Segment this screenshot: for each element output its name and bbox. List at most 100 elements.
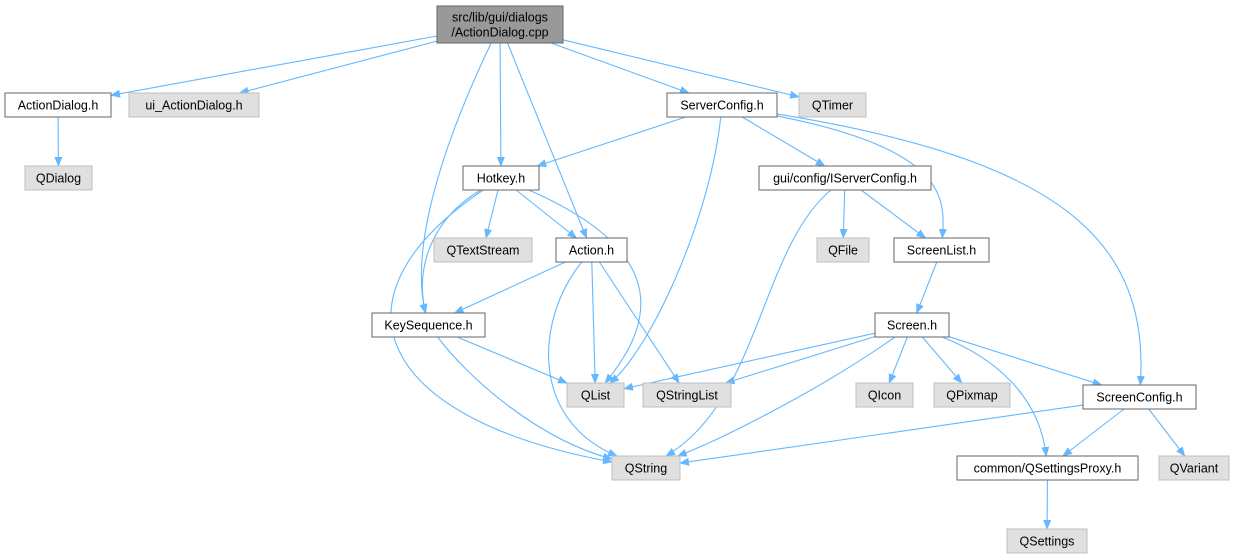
node-label-qpixmap: QPixmap (946, 389, 997, 403)
edge-keysequence_h-to-qstring (437, 336, 613, 461)
edge-screen_h-to-qsettingsproxy_h (941, 336, 1050, 457)
edge-iserverconfig_h-to-qstring (665, 189, 832, 457)
node-qstring: QString (611, 455, 681, 481)
node-label-qsettings: QSettings (1020, 535, 1075, 549)
node-qstringlist: QStringList (642, 382, 732, 408)
node-box-qstringlist (642, 382, 732, 408)
edges-layer (54, 35, 1186, 530)
edge-serverconfig_h-to-screenconfig_h (776, 113, 1145, 386)
edge-hotkey_h-to-keysequence_h (419, 189, 481, 314)
node-label-qicon: QIcon (868, 389, 901, 403)
node-box-qdialog (24, 165, 93, 191)
node-qpixmap: QPixmap (933, 382, 1011, 408)
edge-keysequence_h-to-qlist (456, 336, 568, 384)
node-box-qpixmap (933, 382, 1011, 408)
node-qsettings: QSettings (1006, 528, 1088, 554)
node-action_h[interactable]: Action.h (555, 237, 628, 263)
node-label-qtimer: QTimer (812, 99, 853, 113)
node-label-ui_actiondialog_h: ui_ActionDialog.h (145, 99, 242, 113)
node-box-qlist (566, 382, 625, 408)
node-hotkey_h[interactable]: Hotkey.h (462, 165, 540, 191)
node-root: src/lib/gui/dialogs/ActionDialog.cpp (436, 5, 564, 44)
node-box-ui_actiondialog_h (128, 92, 260, 118)
node-box-screenlist_h (893, 237, 990, 263)
edge-screen_h-to-qstring (676, 336, 896, 457)
node-keysequence_h[interactable]: KeySequence.h (371, 312, 486, 338)
edge-screen_h-to-screenconfig_h (948, 336, 1103, 387)
edge-root-to-qtimer (562, 39, 800, 99)
node-iserverconfig_h[interactable]: gui/config/IServerConfig.h (758, 165, 932, 191)
node-qfile: QFile (816, 237, 870, 263)
edge-serverconfig_h-to-hotkey_h (536, 116, 686, 167)
edge-screenconfig_h-to-qstring (679, 404, 1084, 466)
node-box-qsettingsproxy_h (956, 455, 1139, 481)
edge-action_h-to-qlist (590, 261, 599, 384)
edge-screenconfig_h-to-qsettingsproxy_h (1062, 408, 1125, 457)
node-label-qsettingsproxy_h: common/QSettingsProxy.h (974, 462, 1122, 476)
node-box-keysequence_h (371, 312, 486, 338)
edge-iserverconfig_h-to-screenlist_h (860, 189, 927, 239)
edge-root-to-hotkey_h (496, 42, 505, 167)
edge-screenconfig_h-to-qvariant (1148, 408, 1186, 457)
node-box-actiondialog_h (4, 92, 112, 118)
node-box-qsettings (1006, 528, 1088, 554)
node-label-qvariant: QVariant (1170, 462, 1219, 476)
edge-action_h-to-keysequence_h (453, 261, 566, 314)
edge-root-to-action_h (506, 42, 588, 239)
node-label-iserverconfig_h: gui/config/IServerConfig.h (773, 172, 917, 186)
edge-screen_h-to-qstringlist (724, 335, 876, 385)
node-qtimer: QTimer (798, 92, 867, 118)
node-label-action_h: Action.h (569, 244, 614, 258)
edge-serverconfig_h-to-iserverconfig_h (741, 116, 826, 167)
edge-hotkey_h-to-qtextstream (484, 189, 499, 239)
node-qlist: QList (566, 382, 625, 408)
node-label-qstringlist: QStringList (656, 389, 718, 403)
node-box-qicon (855, 382, 914, 408)
edge-action_h-to-qstringlist (598, 261, 680, 384)
node-box-qvariant (1158, 455, 1230, 481)
edge-screen_h-to-qicon (888, 336, 908, 384)
edge-hotkey_h-to-action_h (515, 189, 578, 239)
node-box-hotkey_h (462, 165, 540, 191)
edge-iserverconfig_h-to-qfile (839, 189, 848, 239)
edge-root-to-ui_actiondialog_h (238, 40, 438, 95)
node-box-qfile (816, 237, 870, 263)
node-box-serverconfig_h (666, 92, 778, 118)
edge-screen_h-to-qpixmap (921, 336, 963, 384)
node-qvariant: QVariant (1158, 455, 1230, 481)
node-ui_actiondialog_h: ui_ActionDialog.h (128, 92, 260, 118)
node-serverconfig_h[interactable]: ServerConfig.h (666, 92, 778, 118)
node-box-root (436, 5, 564, 44)
edge-screen_h-to-qlist (623, 332, 876, 391)
node-box-qtimer (798, 92, 867, 118)
node-box-screen_h (874, 312, 950, 338)
node-box-iserverconfig_h (758, 165, 932, 191)
node-label-qfile: QFile (828, 244, 858, 258)
node-screenconfig_h[interactable]: ScreenConfig.h (1082, 384, 1197, 410)
edge-screenlist_h-to-screen_h (916, 261, 938, 314)
node-label-actiondialog_h: ActionDialog.h (18, 99, 99, 113)
edge-hotkey_h-to-qstring (390, 189, 613, 465)
node-label-serverconfig_h: ServerConfig.h (680, 99, 763, 113)
node-label-screen_h: Screen.h (887, 319, 937, 333)
edge-root-to-serverconfig_h (550, 42, 690, 94)
node-box-qstring (611, 455, 681, 481)
nodes-layer: src/lib/gui/dialogs/ActionDialog.cppActi… (4, 5, 1230, 554)
node-qdialog: QDialog (24, 165, 93, 191)
node-qtextstream: QTextStream (433, 237, 533, 263)
node-label-hotkey_h: Hotkey.h (477, 172, 525, 186)
node-screenlist_h[interactable]: ScreenList.h (893, 237, 990, 263)
node-box-screenconfig_h (1082, 384, 1197, 410)
node-screen_h[interactable]: Screen.h (874, 312, 950, 338)
edge-root-to-actiondialog_h (110, 35, 438, 98)
edge-serverconfig_h-to-qlist (609, 116, 722, 384)
edge-hotkey_h-to-qlist (528, 189, 642, 384)
node-qsettingsproxy_h[interactable]: common/QSettingsProxy.h (956, 455, 1139, 481)
node-label-root-line-0: src/lib/gui/dialogs (452, 11, 548, 25)
node-label-qlist: QList (581, 389, 611, 403)
node-label-screenlist_h: ScreenList.h (907, 244, 977, 258)
node-label-root-line-1: /ActionDialog.cpp (451, 26, 548, 40)
node-label-qtextstream: QTextStream (447, 244, 520, 258)
node-actiondialog_h[interactable]: ActionDialog.h (4, 92, 112, 118)
